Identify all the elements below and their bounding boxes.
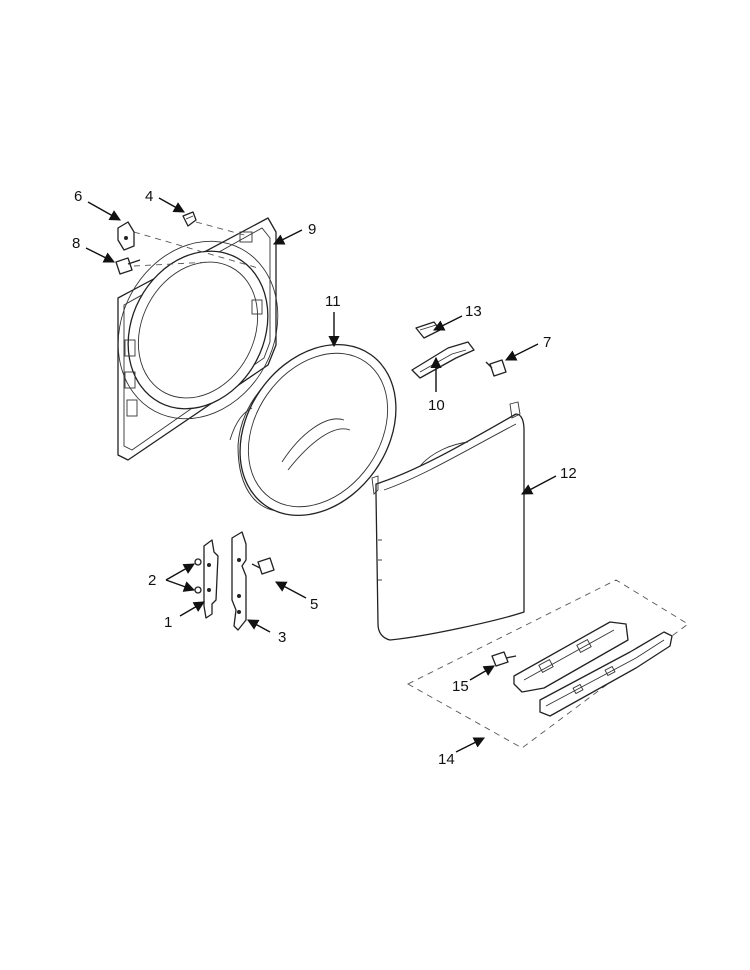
- callout-5: 5: [310, 596, 318, 613]
- callout-11: 11: [325, 293, 341, 310]
- hinge-bracket: [117, 221, 135, 251]
- handle-base: [513, 621, 629, 693]
- inner-door-glass: [229, 343, 397, 517]
- callout-1: 1: [164, 614, 172, 631]
- callout-14: 14: [438, 751, 455, 768]
- callout-10: 10: [428, 397, 445, 414]
- door-strike: [411, 341, 475, 379]
- handle-assembly-box: [407, 579, 689, 749]
- leader-arrows: [85, 197, 557, 753]
- outer-door-panel: [371, 401, 525, 641]
- screw-hinge: [251, 557, 275, 575]
- screw-top: [182, 211, 197, 227]
- callout-3: 3: [278, 629, 286, 646]
- callout-12: 12: [560, 465, 577, 482]
- hinge-plate-right: [231, 531, 247, 631]
- handle-bar: [539, 631, 673, 717]
- callout-2: 2: [148, 572, 156, 589]
- callout-8: 8: [72, 235, 80, 252]
- hinge-screws: [194, 558, 202, 594]
- front-panel-frame: [117, 217, 279, 461]
- door-catch: [415, 321, 441, 339]
- callout-7: 7: [543, 334, 551, 351]
- callout-13: 13: [465, 303, 482, 320]
- callout-4: 4: [145, 188, 153, 205]
- handle-screw: [491, 651, 517, 667]
- callout-9: 9: [308, 221, 316, 238]
- hinge-plate-left: [203, 539, 219, 619]
- callout-15: 15: [452, 678, 469, 695]
- callout-6: 6: [74, 188, 82, 205]
- screw-left: [115, 257, 141, 275]
- screw-right: [485, 359, 507, 377]
